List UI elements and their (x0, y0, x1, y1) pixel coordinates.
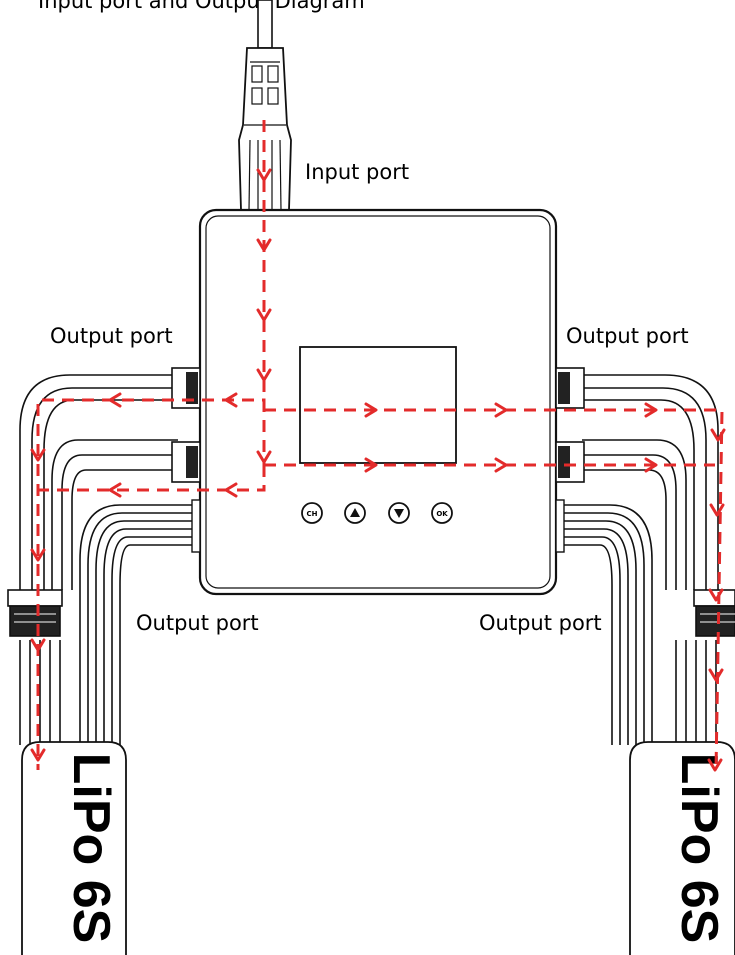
button-ok-label: OK (436, 510, 448, 518)
battery-left-label: LiPo 6S (62, 753, 120, 944)
label-output-port-bottom-right: Output port (479, 611, 602, 635)
label-output-port-top-left: Output port (50, 324, 173, 348)
battery-left: LiPo 6S (21, 741, 127, 955)
down-triangle-icon (394, 509, 404, 518)
button-up[interactable] (344, 502, 366, 524)
current-flow (30, 120, 726, 772)
button-down[interactable] (388, 502, 410, 524)
input-cable (238, 0, 292, 211)
label-input-port: Input port (305, 160, 409, 184)
button-ch[interactable]: CH (301, 502, 323, 524)
left-output-connectors (171, 367, 201, 553)
up-triangle-icon (350, 508, 360, 517)
left-wires (19, 374, 200, 745)
button-ch-label: CH (307, 510, 318, 518)
battery-right: LiPo 6S (629, 741, 735, 955)
battery-right-label: LiPo 6S (670, 753, 728, 944)
charger-device (198, 208, 558, 596)
right-balance-plug (693, 589, 735, 637)
display-screen (299, 346, 457, 464)
label-output-port-top-right: Output port (566, 324, 689, 348)
right-wires (556, 374, 719, 745)
label-output-port-bottom-left: Output port (136, 611, 259, 635)
right-output-connectors (555, 367, 585, 553)
button-ok[interactable]: OK (431, 502, 453, 524)
caption-partial: Input port and Output Diagram (38, 0, 365, 13)
left-balance-plug (7, 589, 63, 637)
